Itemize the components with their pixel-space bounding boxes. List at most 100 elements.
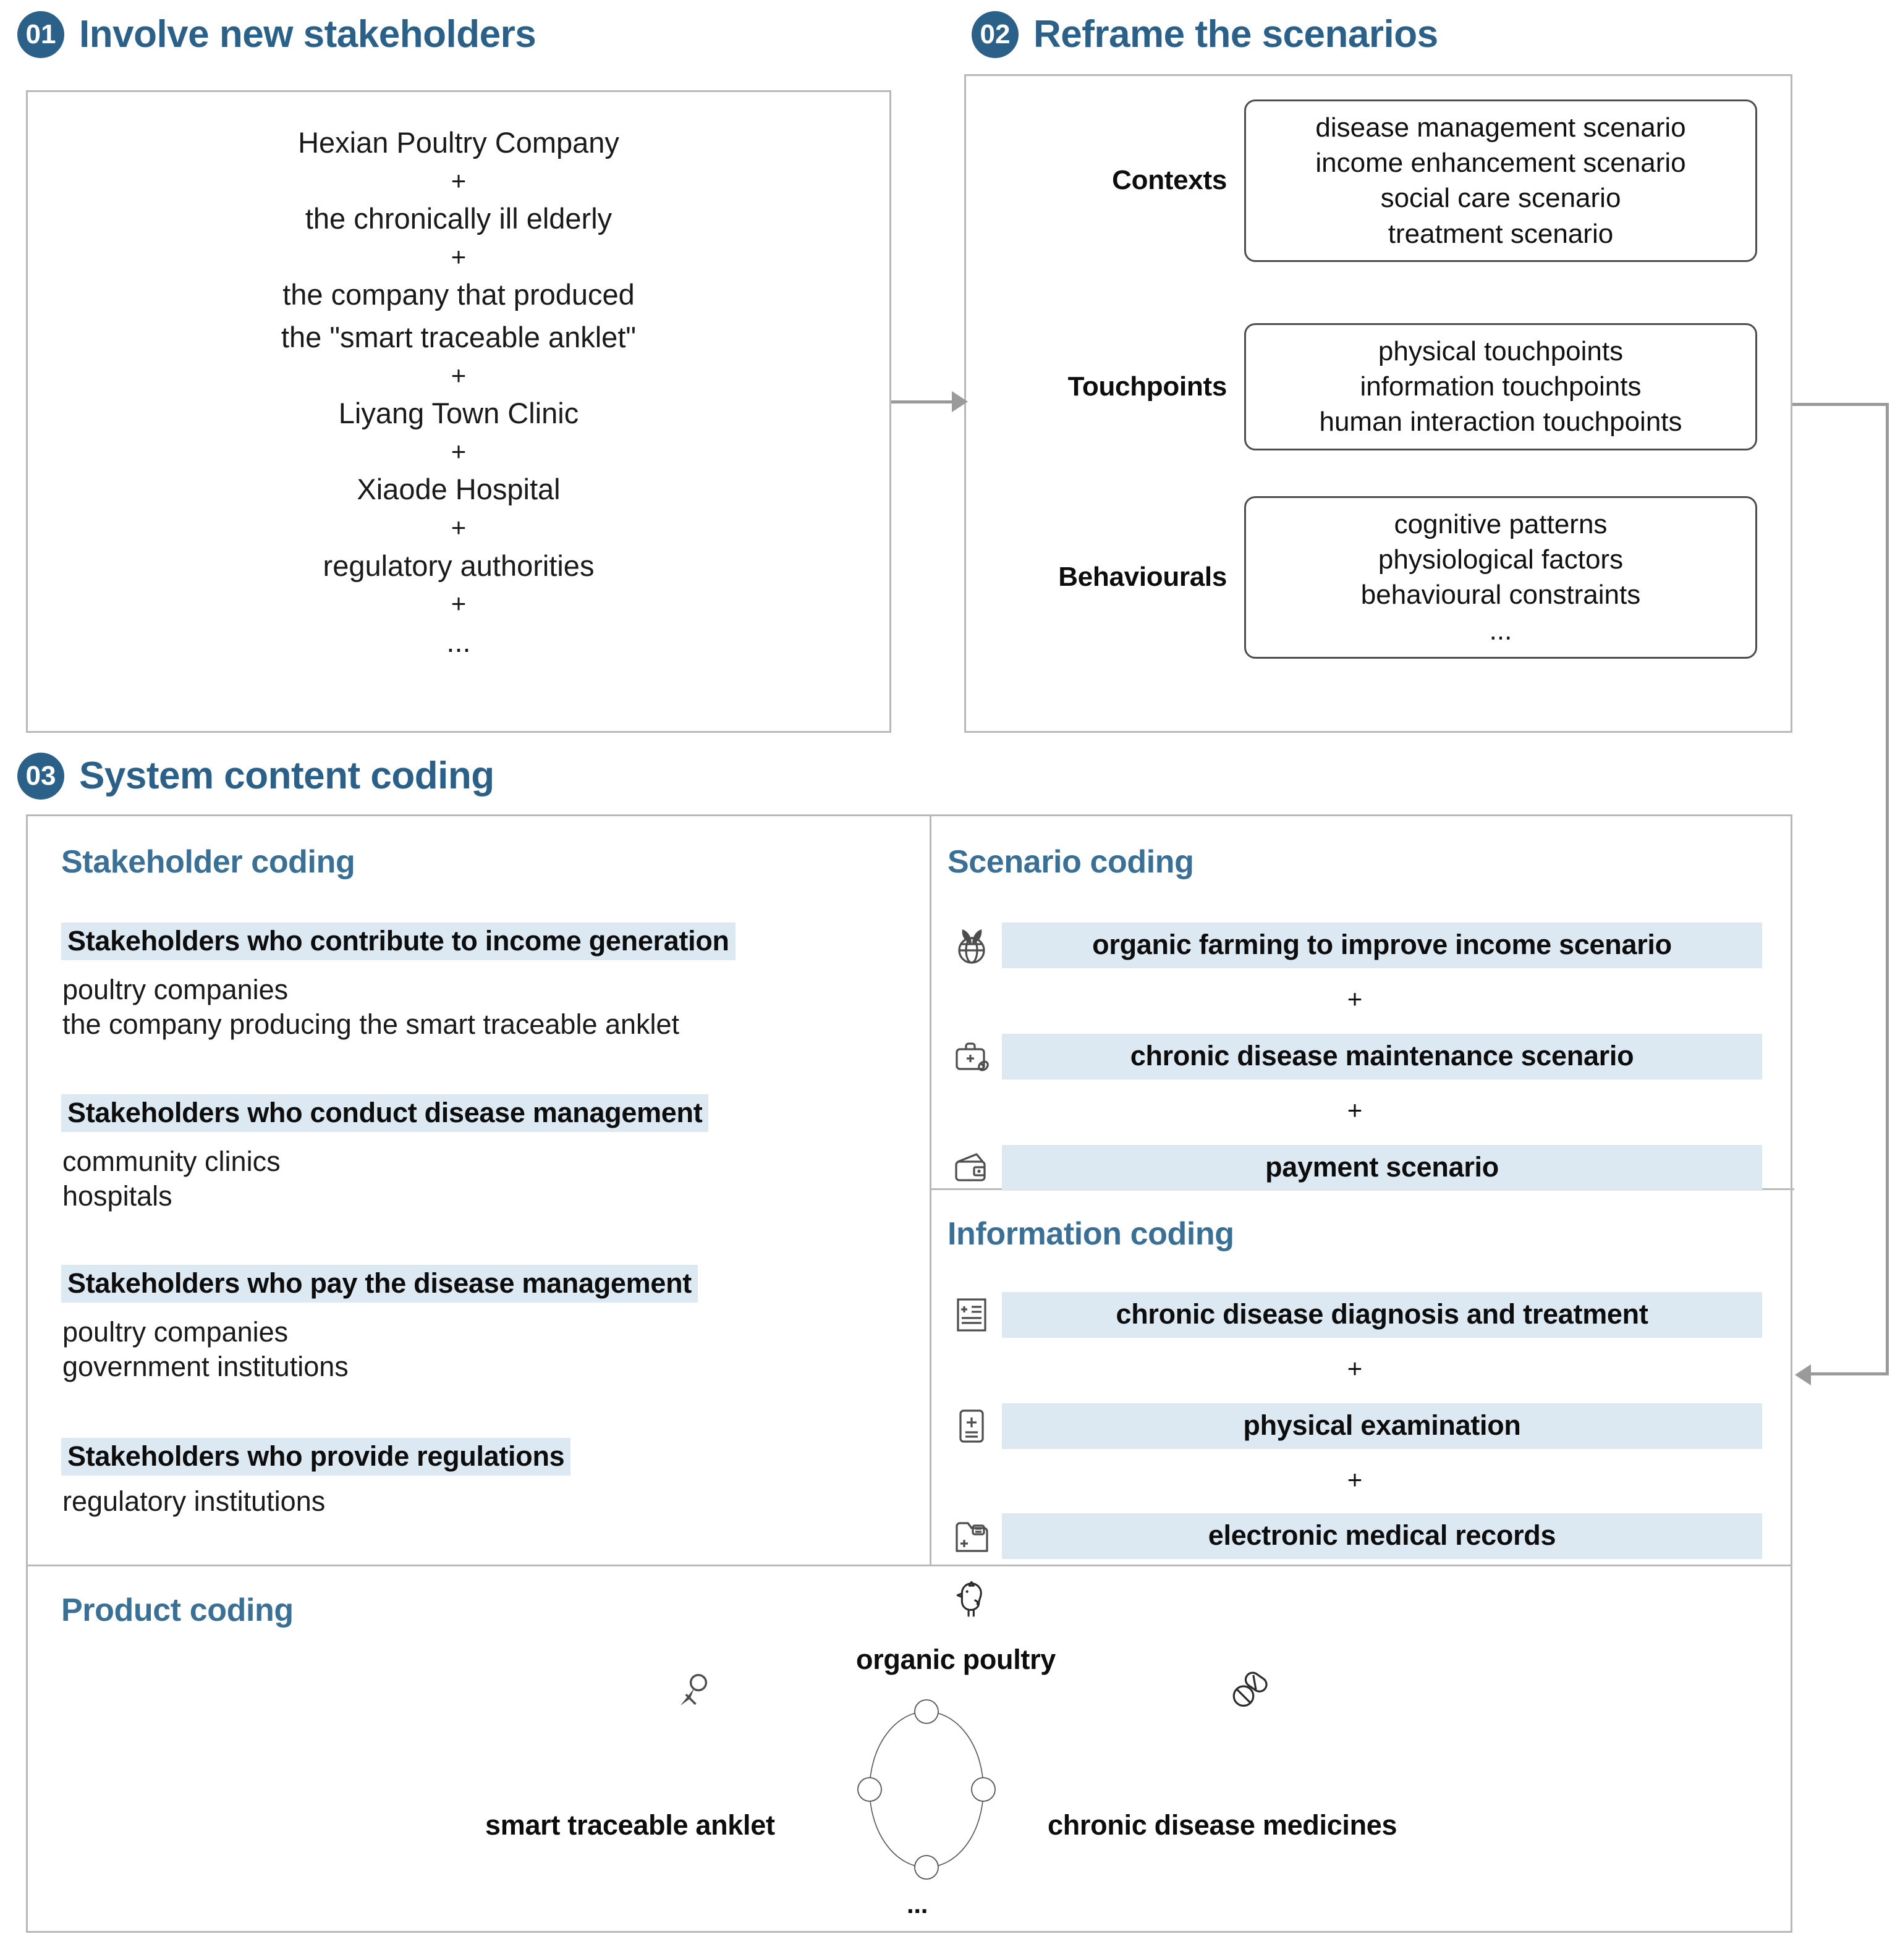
connector-02-to-03-vertical [1886,403,1889,1375]
contexts-item: social care scenario [1380,183,1621,214]
scenario-coding-label: organic farming to improve income scenar… [1002,923,1762,968]
system-content-coding-panel: Stakeholder coding Stakeholders who cont… [26,814,1794,1933]
product-coding-title: Product coding [61,1592,294,1628]
stakeholder-stack-list: Hexian Poultry Company + the chronically… [28,122,889,663]
section-badge-03: 03 [17,753,64,800]
pills-icon [1227,1670,1271,1717]
product-coding-section: Product coding organic poultry [28,1566,1794,1933]
product-ring-diagram [857,1699,996,1880]
scenario-coding-row: organic farming to improve income scenar… [948,923,1762,968]
information-coding-title: Information coding [948,1216,1234,1252]
scenario-information-coding-column: Scenario coding organic farming to impro… [931,816,1794,1564]
stakeholder-group-heading: Stakeholders who conduct disease managem… [61,1094,709,1133]
product-label-chronic-disease-medicines: chronic disease medicines [1048,1809,1397,1841]
contexts-item: treatment scenario [1388,218,1614,249]
information-coding-label: electronic medical records [1002,1513,1762,1559]
information-plus-separator: + [1347,1465,1363,1494]
information-plus-separator: + [1347,1354,1363,1383]
scenario-coding-row: payment scenario [948,1145,1762,1191]
stakeholder-group-items: community clinics hospitals [61,1144,907,1214]
behaviourals-item: physiological factors [1378,544,1624,575]
stack-item: the chronically ill elderly [305,202,613,235]
scenario-coding-title: Scenario coding [948,844,1194,880]
stakeholder-coding-column: Stakeholder coding Stakeholders who cont… [28,816,931,1564]
product-coding-divider [28,1565,1791,1566]
chick-icon [949,1577,996,1627]
anklet-tag-icon [671,1671,715,1718]
stakeholder-item: government institutions [62,1351,349,1383]
connector-01-to-02 [891,400,957,403]
stakeholder-group: Stakeholders who pay the disease managem… [61,1265,907,1384]
product-label-smart-traceable-anklet: smart traceable anklet [485,1809,775,1841]
touchpoints-box: physical touchpoints information touchpo… [1244,323,1757,450]
product-label-ellipsis: ... [907,1890,928,1919]
stakeholder-item: hospitals [62,1180,172,1212]
reframe-the-scenarios-panel: Contexts disease management scenario inc… [964,74,1792,733]
stack-item-ellipsis: ... [446,625,471,658]
scenario-plus-separator: + [1347,984,1363,1013]
scenario-coding-label: payment scenario [1002,1145,1762,1191]
information-coding-label: physical examination [1002,1403,1762,1449]
section-title-03: System content coding [79,754,494,797]
reframe-row-behaviourals: Behaviourals cognitive patterns physiolo… [966,496,1791,659]
connector-02-to-03-arrowhead [1795,1364,1811,1385]
scenario-plus-separator: + [1347,1096,1363,1125]
touchpoints-item: information touchpoints [1360,371,1642,402]
plus-separator: + [451,436,467,466]
stakeholder-group-heading: Stakeholders who pay the disease managem… [61,1265,698,1303]
stack-item-line-b: the "smart traceable anklet" [281,321,637,354]
stack-item-line-a: the company that produced [282,278,635,311]
column-divider [930,816,931,1566]
connector-02-to-03-bottom [1811,1372,1889,1375]
stakeholder-item: regulatory institutions [62,1485,326,1518]
stakeholder-group: Stakeholders who provide regulations reg… [61,1438,907,1519]
stakeholder-coding-title: Stakeholder coding [61,844,355,880]
connector-02-to-03-top [1792,403,1889,406]
section-title-01: Involve new stakeholders [79,13,536,56]
section-badge-02: 02 [972,11,1019,58]
contexts-box: disease management scenario income enhan… [1244,99,1757,262]
product-label-organic-poultry: organic poultry [856,1644,1056,1675]
stakeholder-group-items: regulatory institutions [61,1484,907,1519]
behaviourals-item-ellipsis: ... [1489,615,1512,646]
contexts-item: income enhancement scenario [1315,148,1686,179]
medical-bag-pills-icon [948,1033,996,1081]
stakeholder-item: poultry companies [62,1316,289,1348]
stack-item: Xiaode Hospital [357,473,561,506]
contexts-item: disease management scenario [1315,112,1686,143]
plus-separator: + [451,589,467,619]
reframe-row-touchpoints: Touchpoints physical touchpoints informa… [966,323,1791,450]
section-header-02: 02 Reframe the scenarios [972,11,1438,58]
touchpoints-item: physical touchpoints [1378,336,1624,366]
behaviourals-label: Behaviourals [1058,562,1227,593]
behaviourals-item: cognitive patterns [1394,509,1608,539]
touchpoints-item: human interaction touchpoints [1319,407,1682,437]
stakeholder-item: poultry companies [62,974,289,1006]
organic-globe-leaf-icon [948,921,996,969]
medical-folder-icon [948,1512,996,1560]
plus-separator: + [451,166,467,195]
information-coding-label: chronic disease diagnosis and treatment [1002,1292,1762,1338]
stakeholder-group: Stakeholders who conduct disease managem… [61,1094,907,1214]
scenario-coding-label: chronic disease maintenance scenario [1002,1034,1762,1079]
section-title-02: Reframe the scenarios [1033,13,1438,56]
section-header-03: 03 System content coding [17,753,494,800]
scenario-coding-row: chronic disease maintenance scenario [948,1034,1762,1079]
stakeholder-item: the company producing the smart traceabl… [62,1008,680,1041]
stack-item: Liyang Town Clinic [338,397,579,430]
connector-01-to-02-arrowhead [952,391,968,412]
plus-separator: + [451,360,467,390]
stakeholder-group-items: poultry companies government institution… [61,1315,907,1384]
stack-item: Hexian Poultry Company [298,126,619,159]
reframe-row-contexts: Contexts disease management scenario inc… [966,99,1791,262]
section-header-01: 01 Involve new stakeholders [17,11,536,58]
involve-new-stakeholders-panel: Hexian Poultry Company + the chronically… [26,90,891,733]
stakeholder-group-heading: Stakeholders who contribute to income ge… [61,923,736,961]
information-coding-row: physical examination [948,1403,1762,1449]
stakeholder-item: community clinics [62,1146,281,1178]
stack-item: regulatory authorities [323,549,595,582]
wallet-icon [948,1144,996,1192]
section-badge-01: 01 [17,11,64,58]
contexts-label: Contexts [1112,165,1227,196]
